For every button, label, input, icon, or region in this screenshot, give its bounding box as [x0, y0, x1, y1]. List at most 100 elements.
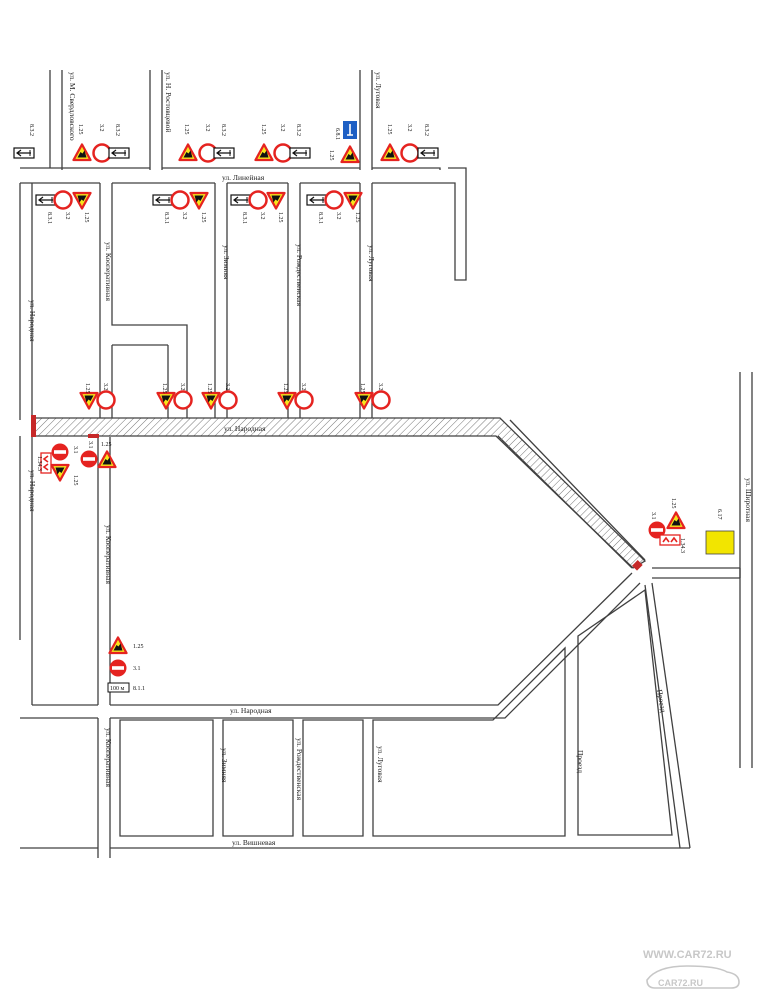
- street-label-lugovaya-top: ул. Луговая: [374, 72, 383, 109]
- street-label-proezd-1: Проезд: [576, 750, 585, 773]
- svg-text:1.25: 1.25: [133, 644, 144, 650]
- watermark: WWW.CAR72.RU CAR72.RU: [643, 949, 740, 989]
- road-works-icon: [277, 391, 297, 410]
- svg-text:8.3.2: 8.3.2: [220, 124, 226, 136]
- road-works-icon: [343, 191, 363, 210]
- mid-stack-signs: 100 м 1.25 3.1 8.1.1: [107, 636, 145, 693]
- street-label-kooperativnaya-3: ул. Кооперативная: [104, 728, 113, 787]
- svg-text:1.25: 1.25: [77, 124, 83, 135]
- svg-text:3.2: 3.2: [335, 212, 341, 220]
- plate-icon: [152, 194, 174, 206]
- street-label-lugovaya-2: ул. Луговая: [376, 746, 385, 783]
- road-works-icon: [340, 145, 360, 164]
- svg-text:1.34.3: 1.34.3: [679, 538, 685, 553]
- plate-icon: [230, 194, 252, 206]
- svg-text:3.2: 3.2: [181, 212, 187, 220]
- street-label-rozhdestvenskaya-1: ул. Рождественская: [295, 244, 304, 307]
- svg-text:1.25: 1.25: [260, 124, 266, 135]
- street-label-lugovaya-1: ул. Луговая: [367, 245, 376, 282]
- svg-text:3.1: 3.1: [650, 512, 656, 520]
- svg-text:3.2: 3.2: [98, 124, 104, 132]
- svg-text:1.25: 1.25: [359, 383, 365, 394]
- svg-text:8.3.2: 8.3.2: [295, 124, 301, 136]
- narodnaya-row-signs: 1.25 3.2 1.25 3.2 1.25 3.2 1.25 3.2 1.25…: [79, 383, 391, 410]
- plate-icon: [13, 147, 35, 159]
- svg-text:1.34.3: 1.34.3: [36, 456, 42, 471]
- svg-text:1.25: 1.25: [277, 212, 283, 223]
- plate-icon: [306, 194, 328, 206]
- svg-text:3.1: 3.1: [133, 666, 141, 672]
- svg-text:3.2: 3.2: [259, 212, 265, 220]
- no-entry-icon: [96, 390, 116, 410]
- no-entry-icon: [400, 143, 420, 163]
- no-entry-icon: [273, 143, 293, 163]
- plate-icon: [35, 194, 57, 206]
- svg-text:3.2: 3.2: [64, 212, 70, 220]
- street-label-zimnyaya-2: ул. Зимняя: [220, 748, 229, 783]
- svg-text:6.8.1: 6.8.1: [334, 128, 340, 140]
- street-label-narodnaya-bottom: ул. Народная: [230, 706, 272, 715]
- svg-text:1.25: 1.25: [161, 383, 167, 394]
- road-works-icon: [79, 391, 99, 410]
- no-entry-brick-icon: [51, 443, 69, 461]
- no-entry-icon: [248, 190, 268, 210]
- street-label-proezd-2: Проезд: [655, 689, 668, 713]
- road-works-icon: [97, 450, 117, 469]
- street-label-rozhdestvenskaya-2: ул. Рождественская: [295, 738, 304, 801]
- watermark-url: WWW.CAR72.RU: [643, 949, 732, 961]
- plate-icon: [213, 147, 235, 159]
- svg-text:100 м: 100 м: [110, 686, 125, 692]
- svg-text:1.25: 1.25: [83, 212, 89, 223]
- watermark-logo-text: CAR72.RU: [658, 978, 703, 988]
- svg-text:1.25: 1.25: [670, 498, 676, 509]
- road-works-icon: [254, 143, 274, 162]
- svg-text:1.25: 1.25: [282, 383, 288, 394]
- left-cluster-signs: 3.1 1.34.3 1.25 3.1 1.25: [36, 441, 117, 486]
- svg-text:1.25: 1.25: [84, 383, 90, 394]
- street-labels: ул. М. Свердловского ул. Н. Ростовцевой …: [28, 72, 753, 847]
- svg-text:3.2: 3.2: [102, 383, 108, 391]
- no-entry-icon: [53, 190, 73, 210]
- no-entry-icon: [173, 390, 193, 410]
- svg-text:3.2: 3.2: [377, 383, 383, 391]
- street-label-narodnaya-left-lower: ул. Народная: [28, 470, 37, 512]
- road-works-icon: [201, 391, 221, 410]
- svg-text:1.25: 1.25: [354, 212, 360, 223]
- plate-icon: [417, 147, 439, 159]
- svg-text:1.25: 1.25: [328, 150, 334, 161]
- svg-text:3.2: 3.2: [406, 124, 412, 132]
- svg-text:6.17: 6.17: [716, 509, 722, 520]
- street-label-vishnevaya: ул. Вишневая: [232, 838, 276, 847]
- no-entry-brick-icon: [80, 450, 98, 468]
- svg-text:8.3.2: 8.3.2: [28, 124, 34, 136]
- svg-text:8.3.2: 8.3.2: [423, 124, 429, 136]
- svg-text:3.2: 3.2: [279, 124, 285, 132]
- road-works-icon: [354, 391, 374, 410]
- svg-text:1.25: 1.25: [183, 124, 189, 135]
- svg-text:8.3.1: 8.3.1: [241, 212, 247, 224]
- road-works-icon: [72, 191, 92, 210]
- road-works-icon: [380, 143, 400, 162]
- car-logo-icon: [646, 965, 740, 989]
- road-works-icon: [178, 143, 198, 162]
- road-works-icon: [108, 636, 128, 655]
- road-works-icon: [266, 191, 286, 210]
- street-label-kooperativnaya-1: ул. Кооперативная: [104, 242, 113, 301]
- street-label-lineynaya: ул. Линейная: [222, 173, 265, 182]
- svg-text:3.1: 3.1: [72, 446, 78, 454]
- street-label-n-rostovtsevoy: ул. Н. Ростовцевой: [164, 72, 173, 132]
- street-label-narodnaya-hatched: ул. Народная: [224, 424, 266, 433]
- road-works-icon: [666, 511, 686, 530]
- street-label-zimnyaya-1: ул. Зимняя: [222, 245, 231, 280]
- svg-text:3.2: 3.2: [300, 383, 306, 391]
- no-entry-icon: [218, 390, 238, 410]
- road-works-icon: [72, 143, 92, 162]
- street-label-narodnaya-left: ул. Народная: [28, 300, 37, 342]
- no-entry-icon: [170, 190, 190, 210]
- road-works-icon: [50, 463, 70, 482]
- second-row-signs: 8.3.1 3.2 1.25 8.3.1 3.2 1.25 8.3.1 3.2 …: [35, 190, 363, 224]
- top-row-signs: 8.3.2 1.25 3.2 8.3.2 1.25 3.2 8.3.2 1.25…: [13, 120, 439, 164]
- dead-end-icon: [342, 120, 358, 140]
- street-label-shirotnaya: ул. Широтная: [744, 478, 753, 523]
